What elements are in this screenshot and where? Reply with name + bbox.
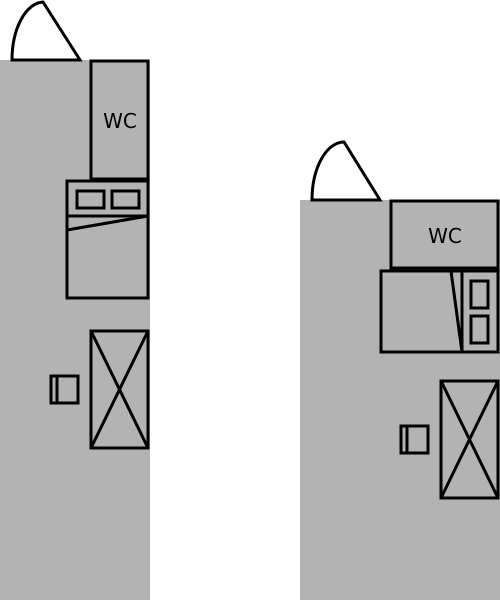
room-right: WC xyxy=(300,140,500,600)
chair-seat xyxy=(49,374,80,405)
chair-seat xyxy=(399,424,430,455)
bed-icon xyxy=(379,269,500,354)
room-left: WC xyxy=(0,0,150,600)
bed-blanket-fold xyxy=(449,270,464,353)
bed-blanket-fold xyxy=(66,214,149,232)
cabinet-cross-2 xyxy=(439,380,500,499)
cabinet-cross-2 xyxy=(89,330,150,449)
pillow-top xyxy=(469,279,490,310)
chair-icon xyxy=(399,424,430,455)
bed-icon xyxy=(65,179,150,300)
wc-box: WC xyxy=(89,59,150,181)
wc-box: WC xyxy=(389,199,500,270)
wc-box-outline xyxy=(89,59,150,181)
door-swing-icon xyxy=(10,0,83,62)
door-swing-icon xyxy=(310,140,383,202)
pillow-right xyxy=(110,189,141,210)
wc-label: WC xyxy=(428,224,462,248)
wc-box-outline xyxy=(389,199,500,270)
cabinet-icon xyxy=(89,329,150,450)
chair-icon xyxy=(49,374,80,405)
wc-label: WC xyxy=(103,109,137,133)
pillow-bottom xyxy=(469,314,490,345)
pillow-left xyxy=(75,189,106,210)
cabinet-icon xyxy=(439,379,500,500)
